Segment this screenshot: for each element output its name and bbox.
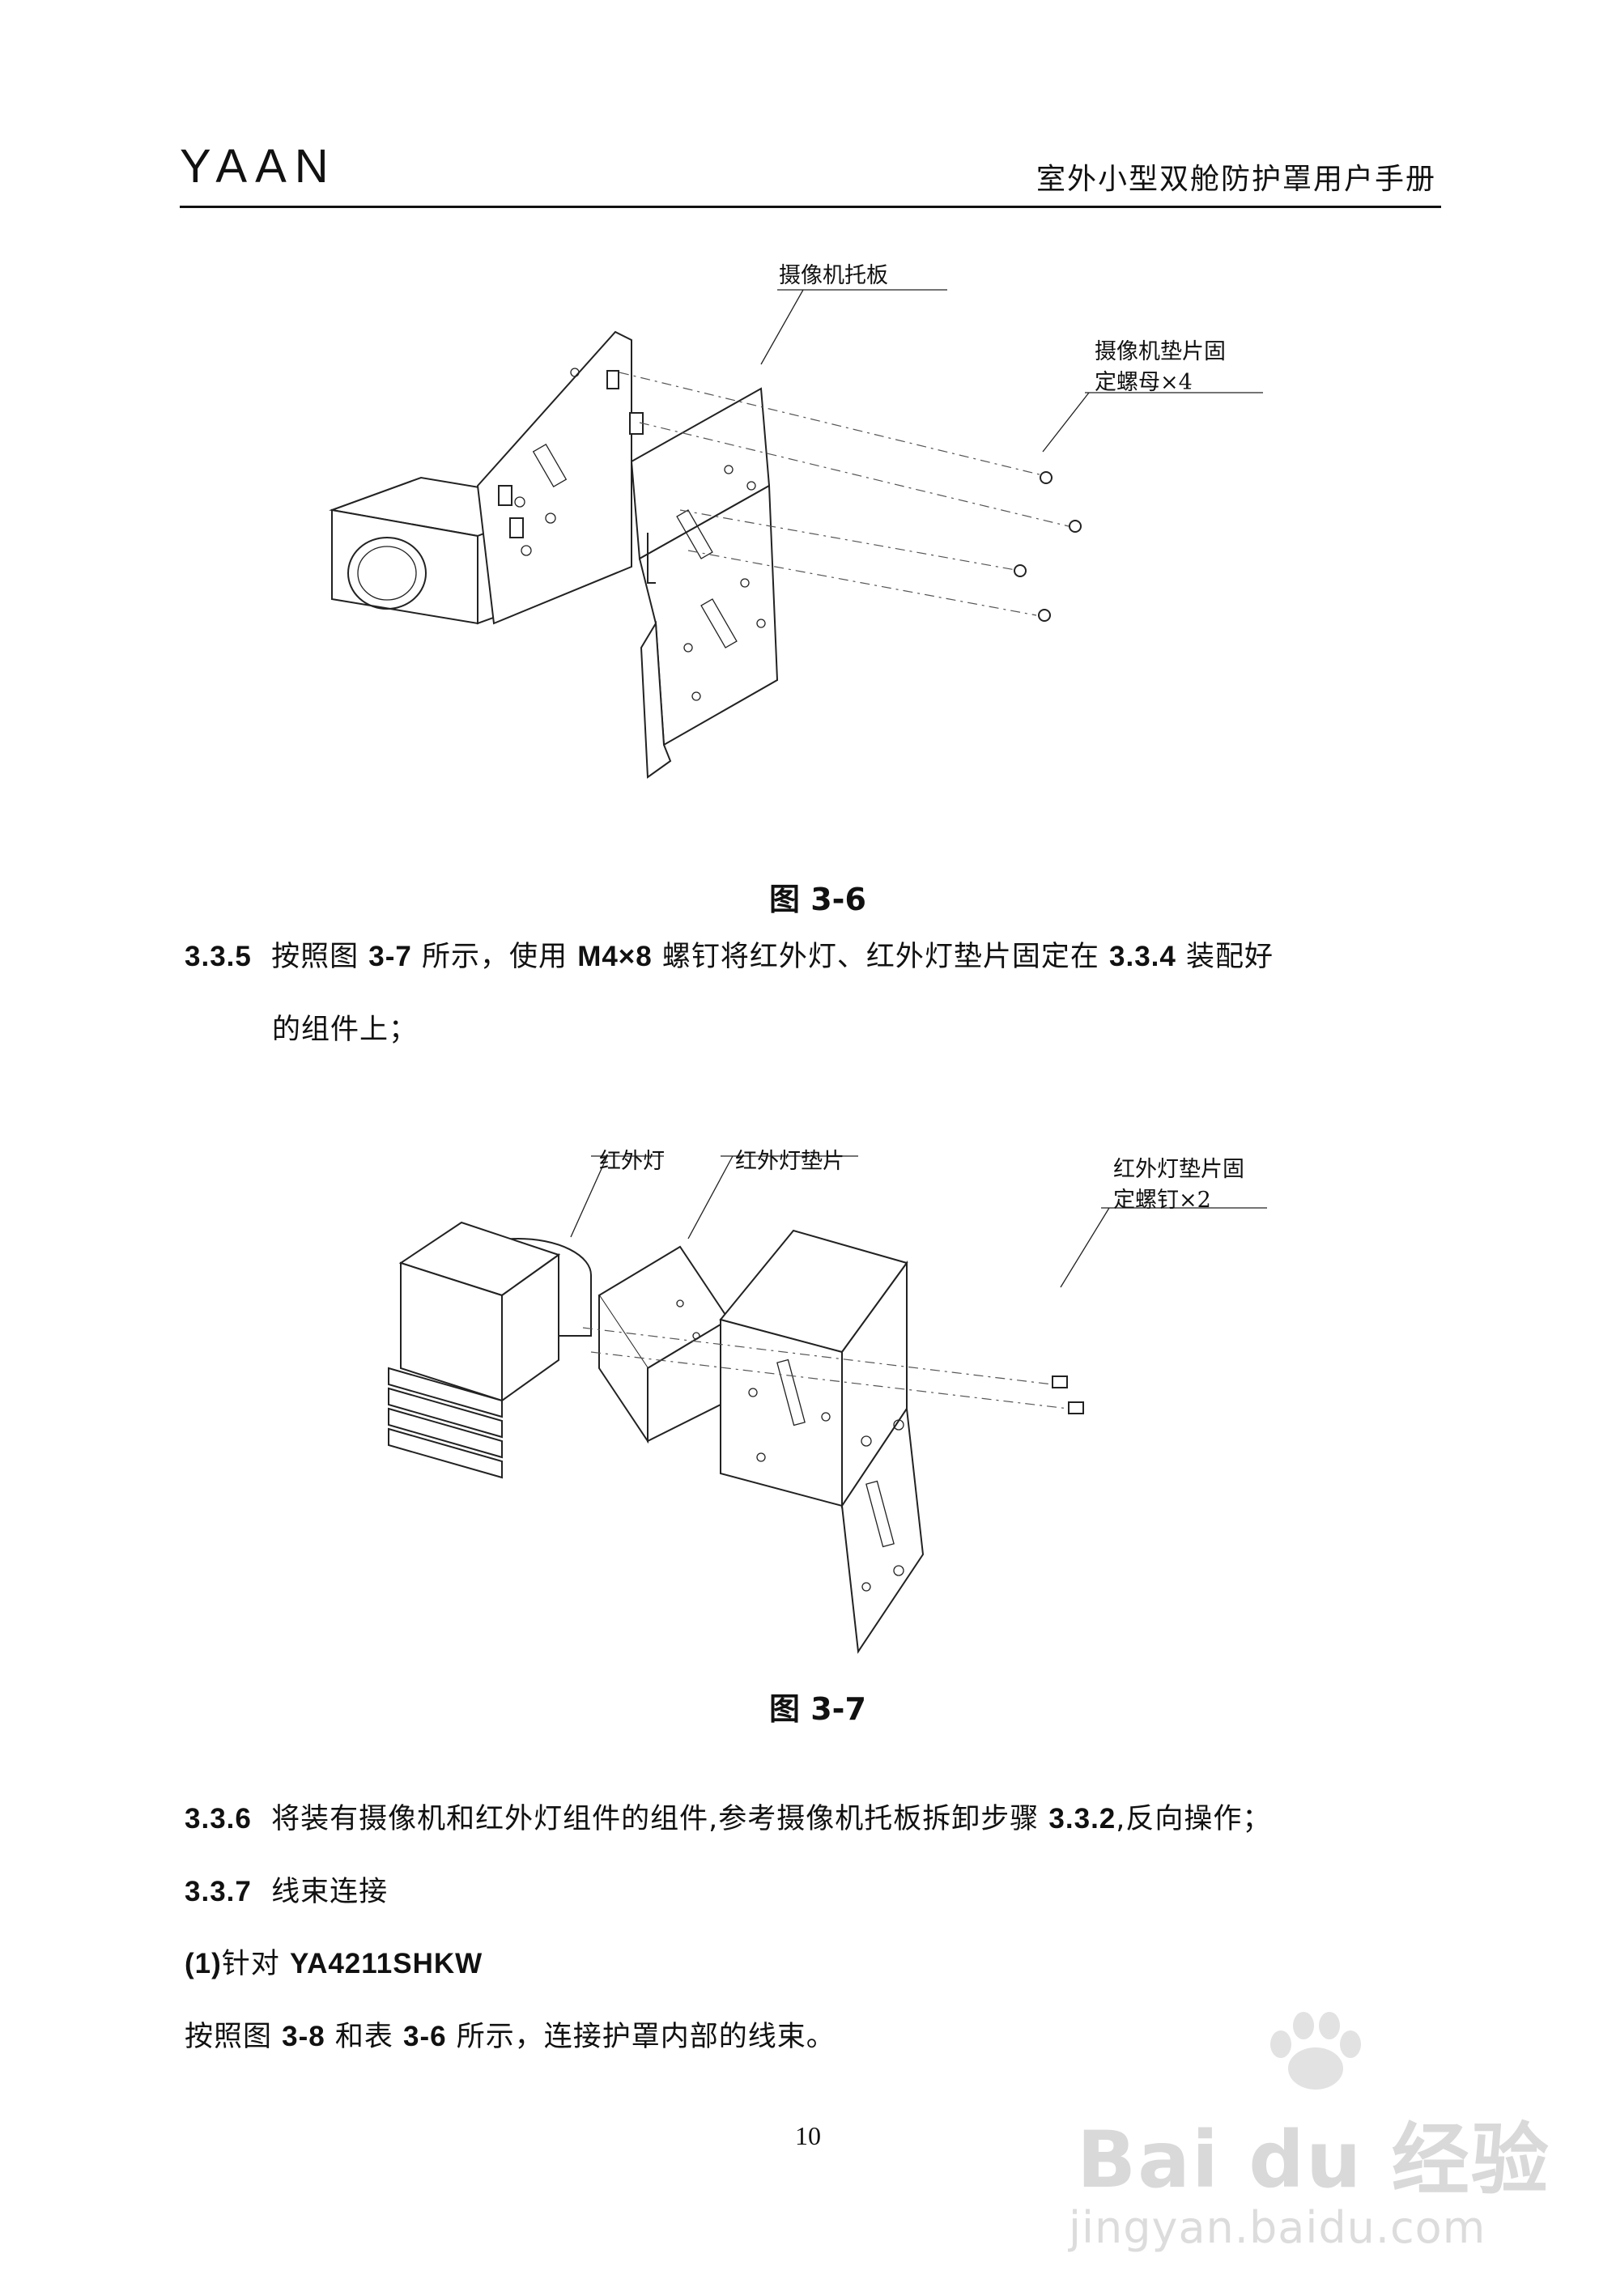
label-ir-lamp: 红外灯: [599, 1149, 665, 1174]
item-1: (1)针对 YA4211SHKW: [185, 1948, 483, 1980]
brand-logo-text: YAAN: [180, 140, 337, 193]
label-camera-nut-line2: 定螺母×4: [1095, 370, 1193, 395]
standoffs: [498, 370, 644, 538]
figure-3-7-caption: 图 3-7: [769, 1691, 866, 1727]
label-ir-screw-line1: 红外灯垫片固: [1113, 1157, 1244, 1182]
label-camera-plate: 摄像机托板: [779, 263, 888, 288]
step-number: 3.3.5: [185, 941, 252, 972]
watermark-logo: Bai du 经验: [1077, 2115, 1550, 2205]
ir-lamp: [388, 1221, 592, 1479]
figure-3-6-caption: 图 3-6: [769, 882, 866, 917]
figure-3-6-drawing: [329, 289, 1263, 779]
bracket-plate: [719, 1229, 925, 1654]
paw-watermark-icon: [1270, 2012, 1361, 2090]
header-divider: [180, 206, 1441, 208]
figure-3-7-drawing: [388, 1155, 1267, 1654]
camera-bracket: [630, 387, 779, 779]
label-ir-screw-line2: 定螺钉×2: [1113, 1188, 1211, 1213]
camera-plate: [476, 330, 632, 625]
watermark-url: jingyan.baidu.com: [1069, 2202, 1486, 2253]
step-3-3-6: 3.3.6 将装有摄像机和红外灯组件的组件,参考摄像机托板拆卸步骤 3.3.2,…: [185, 1803, 1272, 1835]
page-number: 10: [795, 2121, 821, 2150]
fixing-nuts: [1014, 471, 1082, 622]
step-3-3-5: 3.3.5 按照图 3-7 所示，使用 M4×8 螺钉将红外灯、红外灯垫片固定在…: [185, 941, 1274, 973]
final-paragraph: 按照图 3-8 和表 3-6 所示，连接护罩内部的线束。: [185, 2021, 836, 2053]
ir-spacer: [597, 1245, 730, 1444]
label-ir-spacer: 红外灯垫片: [735, 1149, 844, 1174]
fixing-screws: [1052, 1375, 1084, 1414]
document-title: 室外小型双舱防护罩用户手册: [1036, 163, 1436, 196]
step-3-3-5-line2: 的组件上；: [272, 1014, 419, 1046]
label-camera-nut-line1: 摄像机垫片固: [1095, 339, 1226, 364]
step-3-3-7: 3.3.7 线束连接: [185, 1876, 389, 1908]
